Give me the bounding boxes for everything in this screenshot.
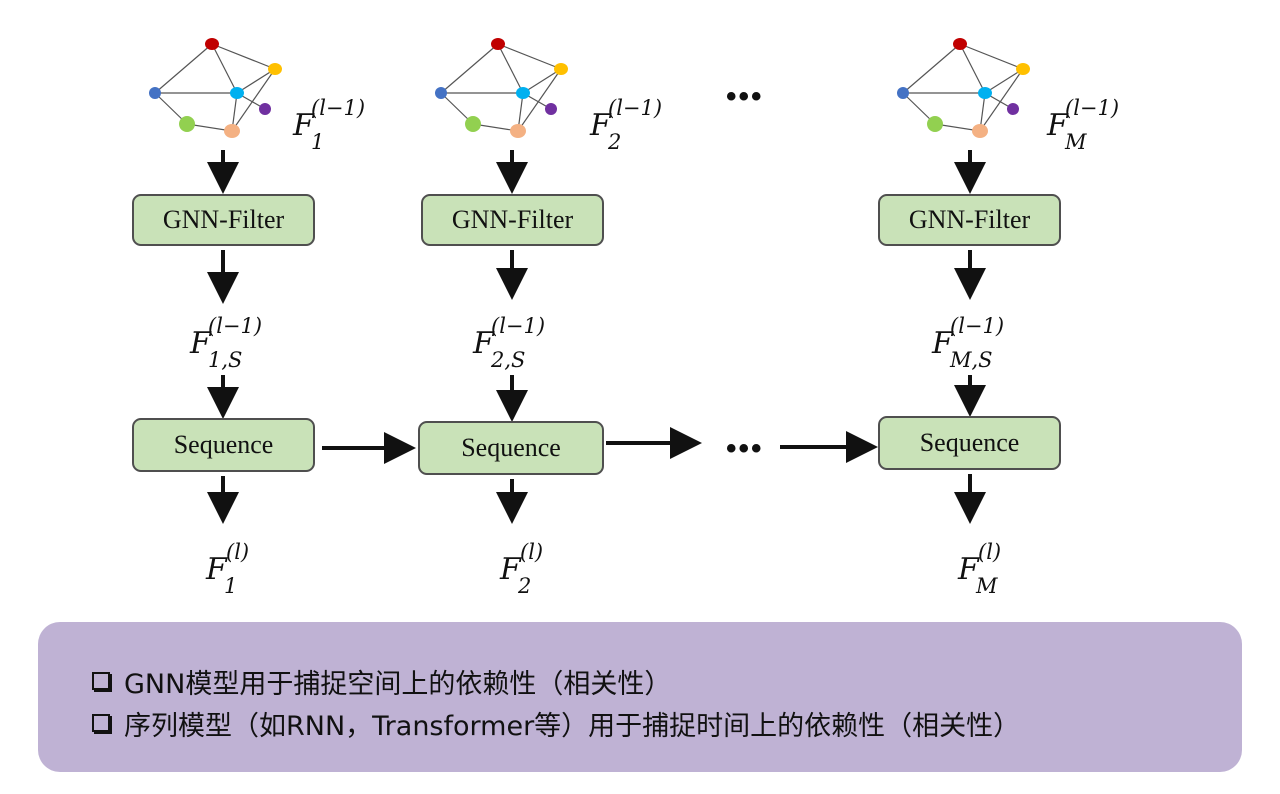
graph-node xyxy=(230,87,244,99)
graph-node xyxy=(1007,103,1019,115)
graph-node xyxy=(927,116,943,132)
graph-node xyxy=(491,38,505,50)
graph-edge xyxy=(522,68,562,94)
gnn-filter-box-1: GNN-Filter xyxy=(132,194,315,246)
note-text-1: GNN模型用于捕捉空间上的依赖性（相关性） xyxy=(124,668,672,700)
graph-node xyxy=(259,103,271,115)
graph-edge xyxy=(517,68,562,132)
graph-node xyxy=(516,87,530,99)
graph-node xyxy=(554,63,568,75)
graph-node xyxy=(465,116,481,132)
sequence-box-1: Sequence xyxy=(132,418,315,472)
graph-edge xyxy=(984,68,1024,94)
graph-edge xyxy=(979,68,1024,132)
graph-icon-2 xyxy=(435,38,568,138)
checkbox-bullet-icon xyxy=(92,672,110,690)
graph-edge xyxy=(236,68,276,94)
graph-node xyxy=(149,87,161,99)
graph-edge xyxy=(231,68,276,132)
graph-node xyxy=(953,38,967,50)
checkbox-bullet-icon xyxy=(92,714,110,732)
graph-icon-1 xyxy=(149,38,282,138)
graph-node xyxy=(897,87,909,99)
graph-node xyxy=(545,103,557,115)
graph-node xyxy=(1016,63,1030,75)
graph-edge xyxy=(902,43,961,94)
note-line-1: GNN模型用于捕捉空间上的依赖性（相关性） xyxy=(92,660,1242,702)
graph-node xyxy=(224,124,240,138)
graph-node xyxy=(972,124,988,138)
gnn-filter-box-m: GNN-Filter xyxy=(878,194,1061,246)
graph-node xyxy=(435,87,447,99)
sequence-box-m: Sequence xyxy=(878,416,1061,470)
sequence-box-2: Sequence xyxy=(418,421,604,475)
notes-panel: GNN模型用于捕捉空间上的依赖性（相关性） 序列模型（如RNN，Transfor… xyxy=(38,622,1242,772)
note-text-2: 序列模型（如RNN，Transformer等）用于捕捉时间上的依赖性（相关性） xyxy=(124,710,1021,742)
ellipsis-top: ••• xyxy=(726,80,764,113)
graph-edge xyxy=(497,43,562,70)
graph-node xyxy=(205,38,219,50)
note-line-2: 序列模型（如RNN，Transformer等）用于捕捉时间上的依赖性（相关性） xyxy=(92,702,1242,744)
ellipsis-middle: ••• xyxy=(726,432,764,465)
graph-icon-m xyxy=(897,38,1030,138)
graph-edge xyxy=(959,43,986,94)
graph-edge xyxy=(497,43,524,94)
graph-node xyxy=(510,124,526,138)
gnn-filter-box-2: GNN-Filter xyxy=(421,194,604,246)
graph-node xyxy=(179,116,195,132)
graph-edge xyxy=(154,43,213,94)
graph-node xyxy=(268,63,282,75)
graph-node xyxy=(978,87,992,99)
graph-edge xyxy=(211,43,238,94)
graph-edge xyxy=(440,43,499,94)
graph-edge xyxy=(211,43,276,70)
graph-edge xyxy=(959,43,1024,70)
